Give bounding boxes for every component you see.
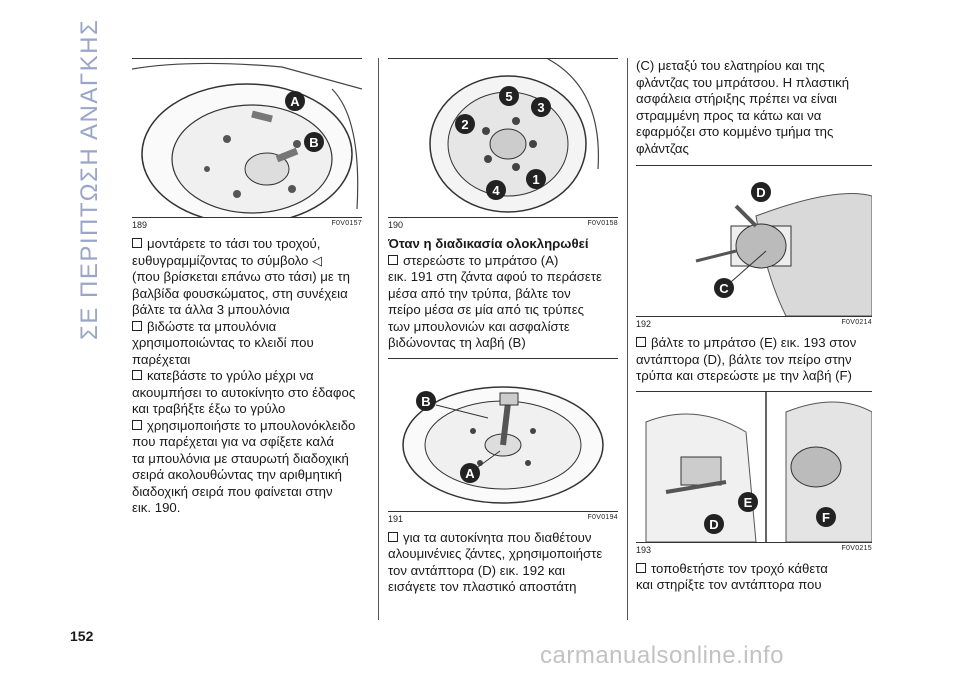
figure-caption: 190 F0V0158	[388, 220, 618, 230]
figure-191: B A	[388, 362, 618, 512]
instruction-text: τοποθετήστε τον τροχό κάθετα και στηρίξτ…	[636, 560, 828, 592]
callout-label: C	[719, 281, 729, 296]
column-3: (C) μεταξύ του ελατηρίου και της φλάντζα…	[636, 58, 872, 594]
figure-192: D C	[636, 165, 872, 317]
figure-caption: 193 F0V0215	[636, 545, 872, 555]
instruction-text: μοντάρετε το τάσι του τροχού, ευθυγραμμί…	[132, 236, 356, 515]
arm-adapter-illustration: E D F	[645, 391, 872, 542]
bullet-checkbox-icon	[132, 320, 142, 331]
figure-number: 192	[636, 319, 652, 329]
figure-number: 190	[388, 220, 404, 230]
callout-label: D	[709, 517, 718, 532]
adapter-spacer-illustration: D C	[695, 182, 872, 316]
callout-label: 4	[492, 183, 500, 198]
callout-label: A	[465, 466, 475, 481]
figure-code: F0V0214	[841, 319, 872, 326]
figure-caption: 189 F0V0157	[132, 220, 362, 230]
callout-label: 2	[461, 117, 468, 132]
figure-189: A B	[132, 58, 362, 218]
section-title-text: ΣΕ ΠΕΡΙΠΤΩΣΗ ΑΝΑΓΚΗΣ	[76, 18, 103, 340]
column-1: A B 189 F0V0157 μοντάρετε το τάσι του τρο…	[132, 58, 362, 517]
callout-label: D	[756, 185, 765, 200]
figure-caption: 192 F0V0214	[636, 319, 872, 329]
figure-code: F0V0194	[587, 513, 618, 521]
bullet-checkbox-icon	[132, 370, 142, 380]
page-number: 152	[70, 628, 94, 644]
figure-number: 189	[132, 220, 148, 230]
callout-label: B	[421, 394, 430, 409]
figure-caption: 191 F0V0194	[388, 514, 618, 524]
instruction-text: βάλτε το μπράτσο (E) εικ. 193 στον αντάπ…	[636, 335, 857, 383]
valve-symbol-icon: ◁	[312, 252, 323, 268]
bolt-sequence-illustration: 1 2 3 4 5	[429, 59, 600, 213]
callout-label: 5	[505, 89, 512, 104]
callout-label: F	[822, 510, 830, 525]
section-title-vertical: ΣΕ ΠΕΡΙΠΤΩΣΗ ΑΝΑΓΚΗΣ	[76, 19, 112, 340]
bullet-checkbox-icon	[636, 562, 646, 573]
figure-190: 1 2 3 4 5	[388, 58, 618, 218]
rim-arm-illustration: B A	[402, 385, 604, 504]
callout-label: 3	[537, 100, 544, 115]
callout-label: 1	[532, 172, 539, 187]
figure-number: 193	[636, 544, 652, 555]
callout-label: A	[290, 94, 300, 109]
column-divider	[627, 58, 628, 620]
callout-label: B	[309, 135, 318, 150]
callout-label: E	[744, 495, 753, 510]
instruction-text: (C) μεταξύ του ελατηρίου και της φλάντζα…	[636, 58, 850, 156]
figure-code: F0V0157	[331, 220, 362, 227]
bullet-checkbox-icon	[388, 531, 398, 542]
figure-code: F0V0215	[841, 544, 872, 552]
figure-code: F0V0158	[587, 220, 618, 227]
instruction-text: για τα αυτοκίνητα που διαθέτουν αλουμινέ…	[388, 529, 603, 594]
column-2: 1 2 3 4 5 190 F0V0158 Όταν η διαδικασία ο…	[388, 58, 618, 596]
wheel-hubcap-illustration: A B	[132, 62, 362, 217]
bullet-checkbox-icon	[636, 337, 646, 347]
figure-193: E D F	[636, 390, 872, 543]
bullet-checkbox-icon	[388, 254, 398, 265]
bullet-checkbox-icon	[132, 419, 142, 430]
bullet-checkbox-icon	[132, 238, 142, 248]
column-divider	[378, 58, 379, 620]
figure-number: 191	[388, 513, 404, 524]
watermark: carmanualsonline.info	[540, 642, 784, 669]
instruction-text: Όταν η διαδικασία ολοκληρωθεί στερεώστε …	[388, 236, 618, 352]
section-heading: Όταν η διαδικασία ολοκληρωθεί	[388, 236, 589, 251]
